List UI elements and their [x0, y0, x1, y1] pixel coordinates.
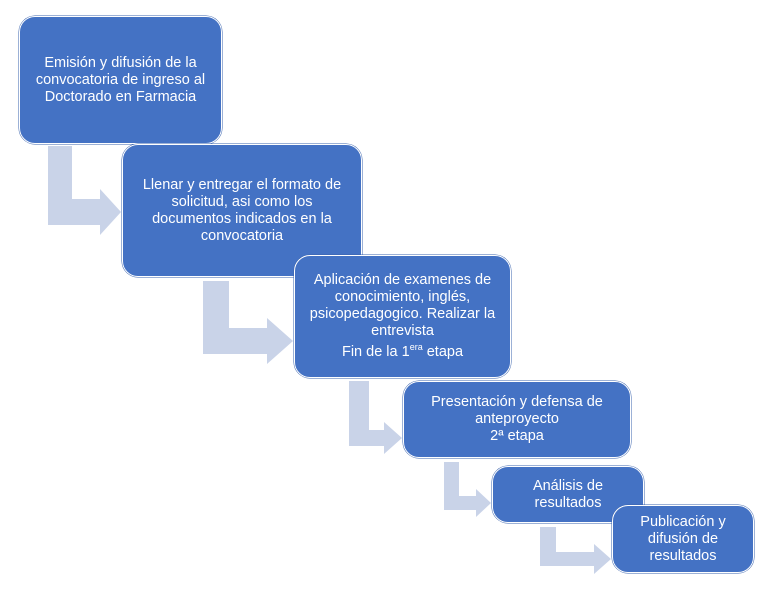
step-4-subtext: 2ª etapa — [490, 428, 544, 444]
step-3-text: Aplicación de examenes de conocimiento, … — [309, 272, 496, 339]
step-6-text: Publicación y difusión de resultados — [640, 513, 726, 564]
step-1-box: Emisión y difusión de la convocatoria de… — [19, 16, 222, 144]
arrow-1-to-2 — [48, 146, 121, 235]
step-6-box: Publicación y difusión de resultados — [612, 505, 754, 573]
arrow-3-to-4 — [349, 381, 402, 454]
step-3-box: Aplicación de examenes de conocimiento, … — [294, 255, 511, 378]
step-2-box: Llenar y entregar el formato de solicitu… — [122, 144, 362, 277]
step-3-subtext: Fin de la 1era etapa — [341, 342, 464, 361]
step-3-sub-suffix: etapa — [422, 344, 464, 360]
step-4-text: Presentación y defensa de anteproyecto — [431, 394, 603, 427]
step-5-box: Análisis de resultados — [492, 466, 644, 523]
arrow-2-to-3 — [203, 281, 293, 364]
step-4-box: Presentación y defensa de anteproyecto 2… — [403, 381, 631, 458]
arrow-5-to-6 — [540, 527, 611, 574]
arrow-4-to-5 — [444, 462, 491, 517]
step-1-text: Emisión y difusión de la convocatoria de… — [35, 54, 206, 105]
step-3-sub-superscript: era — [409, 342, 423, 352]
step-2-text: Llenar y entregar el formato de solicitu… — [142, 176, 342, 244]
step-5-text: Análisis de resultados — [532, 478, 604, 511]
step-3-sub-prefix: Fin de la 1 — [341, 344, 410, 360]
